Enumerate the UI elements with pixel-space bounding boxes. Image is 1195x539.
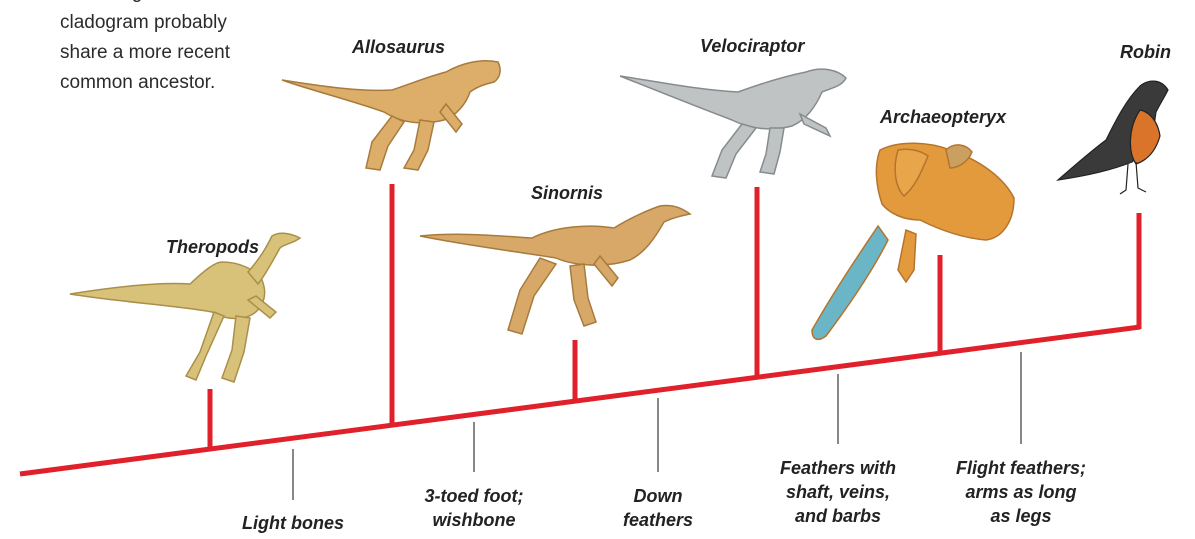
taxon-label-allosaurus: Allosaurus: [352, 37, 445, 58]
robin-icon: [1058, 81, 1168, 194]
trait-label-light-bones: Light bones: [213, 511, 373, 535]
sinornis-icon: [420, 205, 690, 334]
taxon-label-theropods: Theropods: [166, 237, 259, 258]
trait-label-flight-feathers: Flight feathers; arms as long as legs: [946, 456, 1096, 528]
taxon-label-sinornis: Sinornis: [531, 183, 603, 204]
taxon-label-archaeopteryx: Archaeopteryx: [880, 107, 1006, 128]
trait-label-shaft-feathers: Feathers with shaft, veins, and barbs: [766, 456, 910, 528]
taxon-label-robin: Robin: [1120, 42, 1171, 63]
taxon-label-velociraptor: Velociraptor: [700, 36, 804, 57]
trait-label-3-toed-foot: 3-toed foot; wishbone: [404, 484, 544, 532]
main-trunk-line: [20, 327, 1140, 474]
archaeopteryx-icon: [812, 143, 1014, 339]
trait-label-down-feathers: Down feathers: [598, 484, 718, 532]
velociraptor-icon: [620, 69, 846, 178]
allosaurus-icon: [282, 61, 500, 170]
